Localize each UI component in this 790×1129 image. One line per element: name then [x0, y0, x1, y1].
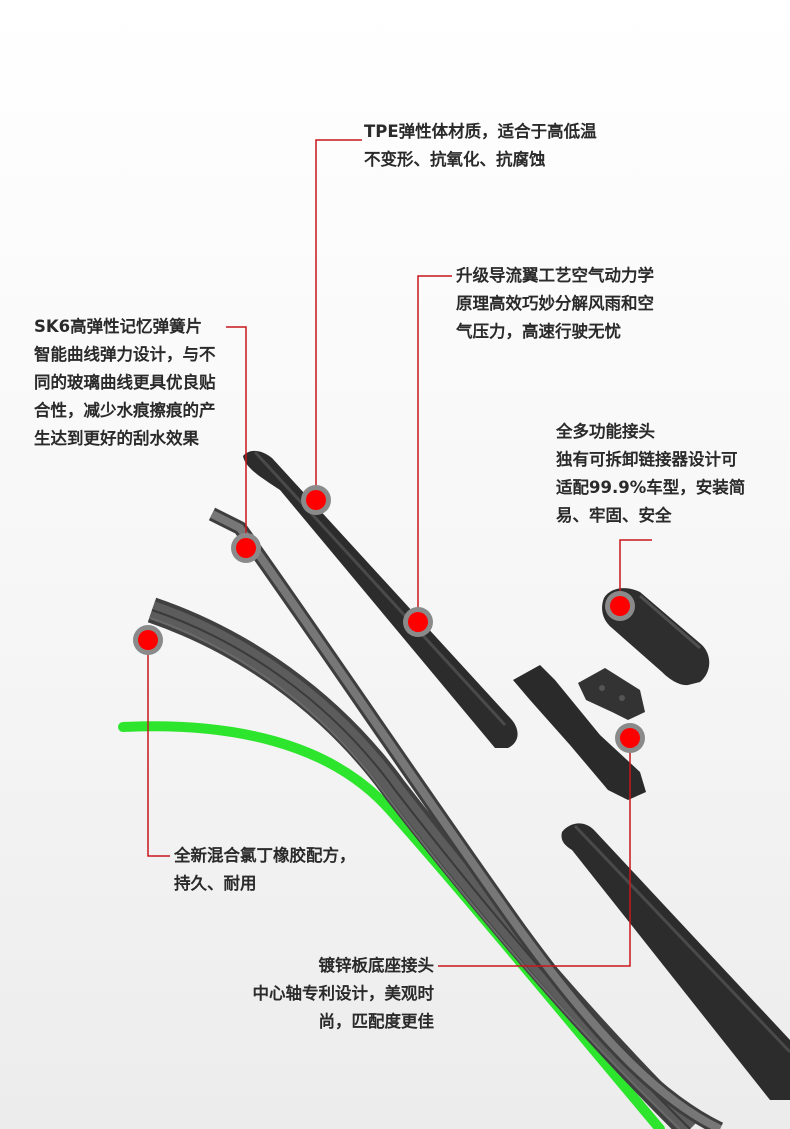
marker-dot-tpe: [301, 485, 331, 515]
callout-connector-line-3: 适配99.9%车型，安装简: [556, 478, 746, 497]
callout-connector-line-1: 全多功能接头: [556, 422, 655, 441]
callout-spoiler-line-2: 原理高效巧妙分解风雨和空: [456, 294, 654, 313]
leader-line-base: [438, 738, 631, 967]
callout-sk6: SK6高弹性记忆弹簧片 智能曲线弹力设计，与不 同的玻璃曲线更具优良贴 合性，减…: [34, 313, 216, 453]
callout-tpe: TPE弹性体材质，适合于高低温 不变形、抗氧化、抗腐蚀: [364, 118, 597, 174]
spring-strip: [208, 507, 724, 1129]
callout-sk6-line-1: SK6高弹性记忆弹簧片: [34, 317, 203, 336]
callout-rubber-line-1: 全新混合氯丁橡胶配方，: [174, 846, 356, 865]
marker-dot-rubber: [133, 625, 163, 655]
callout-connector-line-2: 独有可拆卸链接器设计可: [556, 450, 738, 469]
callout-tpe-line-2: 不变形、抗氧化、抗腐蚀: [364, 150, 546, 169]
marker-dots: [133, 485, 645, 753]
callout-base-line-2: 中心轴专利设计，美观时: [252, 984, 435, 1003]
callout-connector-line-4: 易、牢固、安全: [556, 506, 672, 525]
callout-sk6-line-2: 智能曲线弹力设计，与不: [34, 345, 216, 364]
leader-line-rubber: [147, 640, 170, 857]
callout-sk6-line-5: 生达到更好的刮水效果: [34, 429, 199, 448]
callout-base-line-3: 尚，匹配度更佳: [318, 1012, 435, 1031]
leader-lines: [147, 139, 652, 967]
upper-spoiler: [243, 450, 518, 748]
marker-dot-connector: [605, 591, 635, 621]
callout-rubber: 全新混合氯丁橡胶配方， 持久、耐用: [174, 842, 356, 898]
marker-dot-sk6: [231, 533, 261, 563]
callout-tpe-line-1: TPE弹性体材质，适合于高低温: [364, 122, 597, 141]
green-wiping-edge: [118, 721, 665, 1129]
leader-line-connector: [619, 539, 652, 606]
callout-sk6-line-3: 同的玻璃曲线更具优良贴: [34, 373, 216, 392]
callout-rubber-line-2: 持久、耐用: [174, 874, 257, 893]
leader-line-sk6: [226, 326, 247, 548]
callout-sk6-line-4: 合性，减少水痕擦痕的产: [34, 401, 216, 420]
callout-base: 镀锌板底座接头 中心轴专利设计，美观时 尚，匹配度更佳: [230, 952, 435, 1036]
leader-line-spoiler: [417, 275, 452, 622]
callout-spoiler-line-1: 升级导流翼工艺空气动力学: [456, 266, 654, 285]
callout-spoiler: 升级导流翼工艺空气动力学 原理高效巧妙分解风雨和空 气压力，高速行驶无忧: [456, 262, 654, 346]
callout-base-line-1: 镀锌板底座接头: [318, 956, 435, 975]
marker-dot-base: [615, 723, 645, 753]
marker-dot-spoiler: [403, 607, 433, 637]
callout-connector: 全多功能接头 独有可拆卸链接器设计可 适配99.9%车型，安装简 易、牢固、安全: [556, 418, 745, 530]
leader-line-tpe: [315, 139, 362, 500]
lower-spoiler: [561, 823, 790, 1100]
base-adapter: [513, 665, 646, 800]
callout-spoiler-line-3: 气压力，高速行驶无忧: [456, 322, 621, 341]
